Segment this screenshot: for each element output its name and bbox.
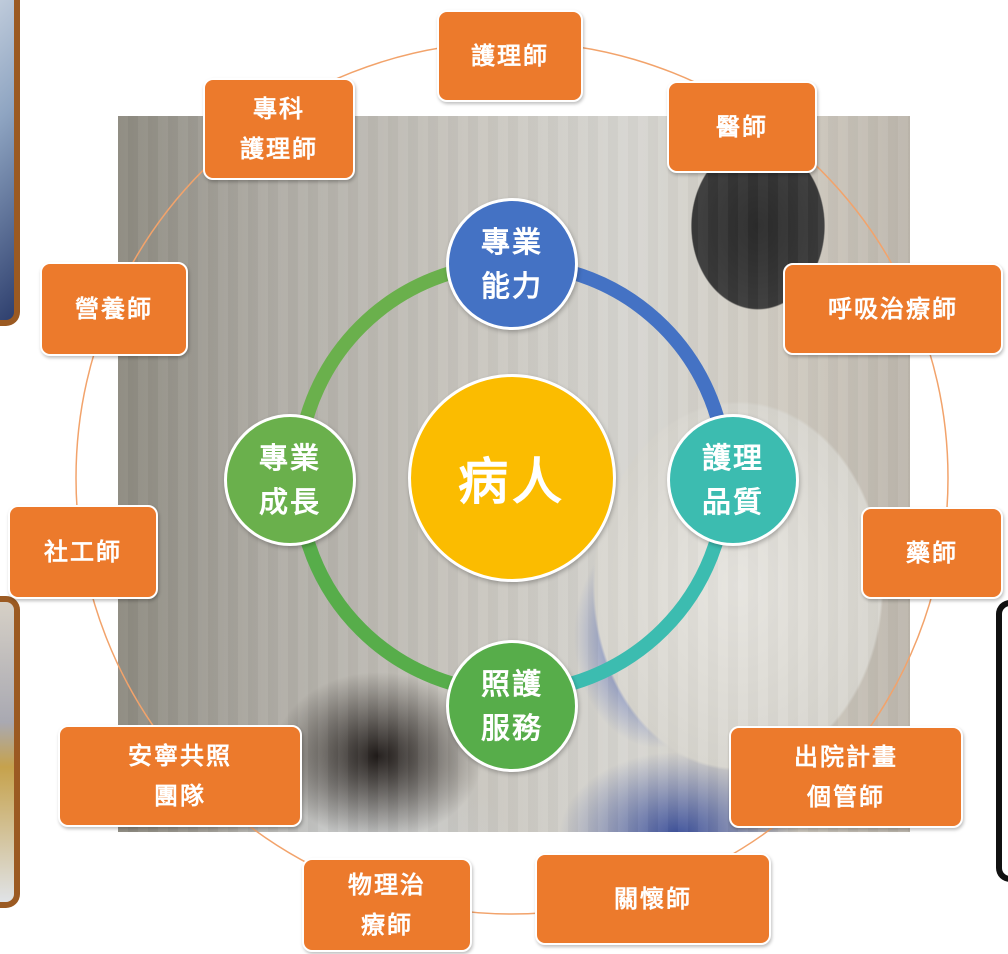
nursing-quality-line-2: 品質: [701, 485, 764, 519]
role-nurse-label: 護理師: [471, 42, 549, 70]
role-pharmacist-label: 藥師: [906, 539, 958, 567]
role-social-worker-label: 社工師: [44, 538, 122, 566]
role-doctor-label: 醫師: [716, 113, 768, 141]
left-bottom-photo: [0, 596, 20, 908]
role-dietitian: 營養師: [40, 262, 188, 356]
professional-growth-circle: 專業 成長: [224, 414, 356, 546]
role-nurse-practitioner-line-2: 護理師: [240, 135, 318, 163]
role-respiratory-therapist-label: 呼吸治療師: [828, 295, 958, 323]
patient-center-circle: 病人: [408, 374, 616, 582]
role-nurse-practitioner-line-1: 專科: [253, 95, 305, 123]
role-physical-therapist-line-2: 療師: [361, 911, 413, 939]
role-nurse-practitioner: 專科 護理師: [203, 78, 355, 180]
professional-ability-circle: 專業 能力: [446, 198, 578, 330]
role-hospice-team-line-2: 團隊: [154, 782, 206, 810]
patient-label: 病人: [458, 453, 566, 511]
professional-ability-line-1: 專業: [480, 225, 543, 259]
right-side-panel: [996, 600, 1008, 882]
role-discharge-case-manager-line-2: 個管師: [807, 783, 885, 811]
role-dietitian-label: 營養師: [75, 295, 153, 323]
left-top-photo: [0, 0, 20, 326]
professional-ability-line-2: 能力: [480, 269, 543, 303]
role-nurse: 護理師: [437, 10, 583, 102]
care-service-circle: 照護 服務: [446, 640, 578, 772]
nursing-quality-circle: 護理 品質: [667, 414, 799, 546]
role-chaplain-label: 關懷師: [614, 885, 692, 913]
nursing-quality-line-1: 護理: [701, 441, 764, 475]
professional-growth-line-2: 成長: [258, 485, 321, 519]
role-discharge-case-manager-line-1: 出院計畫: [794, 743, 898, 771]
care-service-line-2: 服務: [480, 711, 543, 745]
role-discharge-case-manager: 出院計畫 個管師: [729, 726, 963, 828]
role-hospice-team-line-1: 安寧共照: [128, 742, 232, 770]
role-respiratory-therapist: 呼吸治療師: [783, 263, 1003, 355]
role-hospice-team: 安寧共照 團隊: [58, 725, 302, 827]
role-physical-therapist: 物理治 療師: [302, 858, 472, 952]
role-pharmacist: 藥師: [861, 507, 1003, 599]
role-chaplain: 關懷師: [535, 853, 771, 945]
role-doctor: 醫師: [667, 81, 817, 173]
professional-growth-line-1: 專業: [258, 441, 321, 475]
role-social-worker: 社工師: [8, 505, 158, 599]
role-physical-therapist-line-1: 物理治: [348, 871, 426, 899]
care-service-line-1: 照護: [480, 667, 543, 701]
